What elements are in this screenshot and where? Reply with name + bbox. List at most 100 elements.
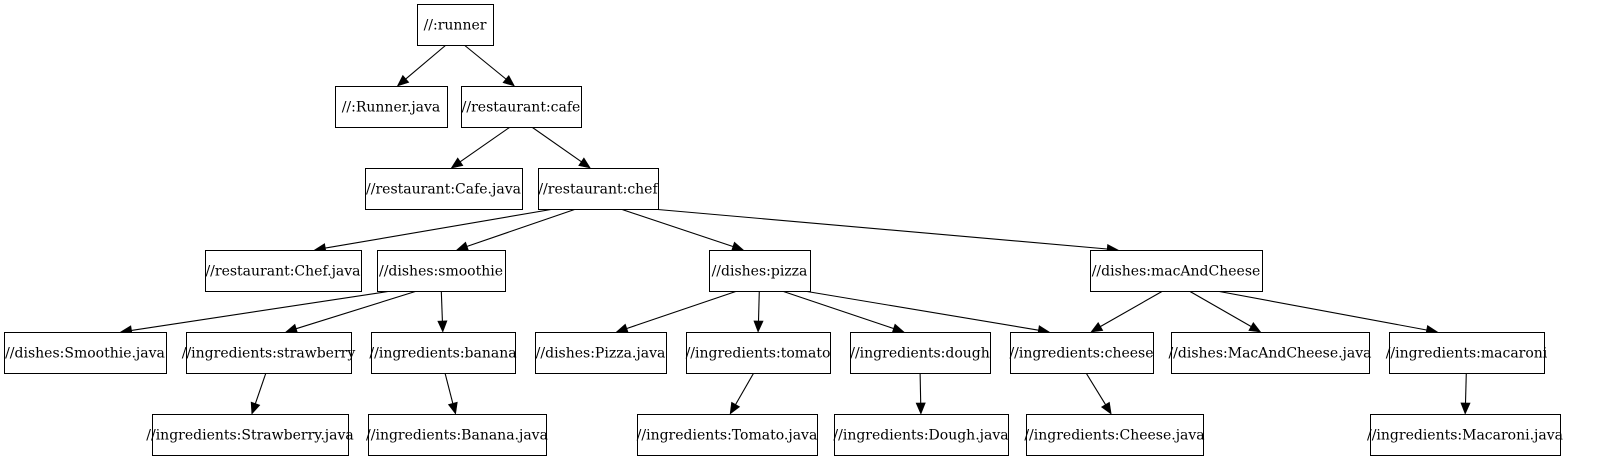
graph-node-dishes_smoothie_java[interactable]: //dishes:Smoothie.java bbox=[4, 332, 167, 374]
edge-dishes_pizza-to-ing_dough bbox=[781, 290, 894, 330]
graph-node-dishes_macandcheese[interactable]: //dishes:macAndCheese bbox=[1090, 250, 1263, 292]
edge-restaurant_cafe-to-restaurant_chef bbox=[531, 126, 582, 163]
node-box[interactable] bbox=[1370, 414, 1561, 456]
node-box[interactable] bbox=[1026, 414, 1204, 456]
graph-node-restaurant_chef_java[interactable]: //restaurant:Chef.java bbox=[205, 250, 362, 292]
node-box[interactable] bbox=[365, 168, 523, 210]
arrowhead-icon bbox=[578, 157, 591, 169]
arrowhead-icon bbox=[915, 402, 926, 415]
edge-dishes_pizza-to-dishes_pizza_java bbox=[626, 290, 738, 330]
edge-dishes_pizza-to-ing_cheese bbox=[803, 290, 1039, 331]
node-box[interactable] bbox=[461, 86, 582, 128]
graph-node-ing_banana[interactable]: //ingredients:banana bbox=[369, 332, 517, 374]
edge-restaurant_chef-to-dishes_macandcheese bbox=[651, 208, 1108, 250]
node-label: //ingredients:banana bbox=[369, 346, 516, 362]
node-label: //dishes:smoothie bbox=[379, 264, 503, 280]
edge-ing_strawberry-to-ing_strawberry_java bbox=[254, 372, 267, 404]
graph-node-ing_cheese_java[interactable]: //ingredients:Cheese.java bbox=[1024, 414, 1205, 456]
node-label: //dishes:Smoothie.java bbox=[5, 346, 165, 362]
arrowhead-icon bbox=[1248, 321, 1262, 333]
edge-ing_tomato-to-ing_tomato_java bbox=[735, 372, 755, 405]
edge-restaurant_cafe-to-restaurant_cafe_java bbox=[459, 126, 511, 163]
arrowhead-icon bbox=[450, 157, 464, 169]
arrowhead-icon bbox=[1100, 401, 1112, 415]
node-box[interactable] bbox=[4, 332, 167, 374]
arrowhead-icon bbox=[396, 74, 410, 87]
arrowhead-icon bbox=[891, 323, 905, 334]
graph-node-restaurant_cafe_java[interactable]: //restaurant:Cafe.java bbox=[365, 168, 523, 210]
graph-node-ing_tomato_java[interactable]: //ingredients:Tomato.java bbox=[637, 414, 818, 456]
node-box[interactable] bbox=[417, 4, 494, 46]
arrowhead-icon bbox=[615, 323, 629, 334]
arrowhead-icon bbox=[447, 401, 458, 415]
edge-ing_cheese-to-ing_cheese_java bbox=[1085, 372, 1106, 405]
graph-node-ing_macaroni_java[interactable]: //ingredients:Macaroni.java bbox=[1367, 414, 1563, 456]
graph-node-restaurant_cafe[interactable]: //restaurant:cafe bbox=[461, 86, 582, 128]
node-box[interactable] bbox=[377, 250, 506, 292]
node-box[interactable] bbox=[709, 250, 811, 292]
edge-dishes_pizza-to-ing_tomato bbox=[757, 290, 760, 322]
graph-node-ing_macaroni[interactable]: //ingredients:macaroni bbox=[1386, 332, 1548, 374]
node-label: //restaurant:Chef.java bbox=[205, 264, 360, 280]
node-label: //ingredients:cheese bbox=[1009, 346, 1153, 362]
arrowhead-icon bbox=[753, 320, 764, 333]
edge-restaurant_chef-to-dishes_pizza bbox=[620, 208, 734, 248]
graph-node-dishes_macandcheese_java[interactable]: //dishes:MacAndCheese.java bbox=[1168, 332, 1372, 374]
edge-dishes_smoothie-to-ing_strawberry bbox=[296, 290, 418, 330]
node-box[interactable] bbox=[186, 332, 352, 374]
node-label: //restaurant:chef bbox=[538, 182, 659, 198]
edge-runner-to-restaurant_cafe bbox=[463, 44, 507, 80]
node-box[interactable] bbox=[335, 86, 448, 128]
arrowhead-icon bbox=[502, 74, 516, 87]
node-box[interactable] bbox=[637, 414, 818, 456]
node-label: //ingredients:Dough.java bbox=[833, 428, 1008, 444]
node-box[interactable] bbox=[1010, 332, 1154, 374]
graph-node-ing_strawberry_java[interactable]: //ingredients:Strawberry.java bbox=[146, 414, 354, 456]
node-label: //ingredients:Strawberry.java bbox=[146, 428, 353, 444]
graph-node-ing_cheese[interactable]: //ingredients:cheese bbox=[1009, 332, 1154, 374]
edge-restaurant_chef-to-restaurant_chef_java bbox=[325, 208, 554, 249]
graph-node-ing_dough_java[interactable]: //ingredients:Dough.java bbox=[833, 414, 1009, 456]
arrowhead-icon bbox=[455, 241, 470, 252]
node-box[interactable] bbox=[1171, 332, 1370, 374]
edge-ing_banana-to-ing_banana_java bbox=[444, 372, 454, 404]
node-label: //dishes:MacAndCheese.java bbox=[1168, 346, 1371, 362]
node-label: //ingredients:Macaroni.java bbox=[1367, 428, 1563, 444]
node-box[interactable] bbox=[538, 168, 659, 210]
node-box[interactable] bbox=[535, 332, 667, 374]
graph-node-ing_strawberry[interactable]: //ingredients:strawberry bbox=[182, 332, 356, 374]
node-box[interactable] bbox=[371, 332, 516, 374]
graph-node-dishes_pizza_java[interactable]: //dishes:Pizza.java bbox=[535, 332, 667, 374]
edge-dishes_smoothie-to-ing_banana bbox=[440, 290, 443, 322]
node-label: //ingredients:strawberry bbox=[182, 346, 356, 362]
arrowhead-icon bbox=[285, 323, 299, 334]
graph-node-ing_tomato[interactable]: //ingredients:tomato bbox=[686, 332, 831, 374]
node-box[interactable] bbox=[368, 414, 547, 456]
arrowhead-icon bbox=[731, 241, 745, 252]
node-label: //ingredients:macaroni bbox=[1386, 346, 1548, 362]
node-box[interactable] bbox=[834, 414, 1009, 456]
graph-node-ing_dough[interactable]: //ingredients:dough bbox=[850, 332, 991, 374]
node-box[interactable] bbox=[1389, 332, 1545, 374]
graph-node-dishes_pizza[interactable]: //dishes:pizza bbox=[709, 250, 811, 292]
node-label: //dishes:Pizza.java bbox=[536, 346, 666, 362]
node-box[interactable] bbox=[850, 332, 991, 374]
node-box[interactable] bbox=[686, 332, 831, 374]
graph-node-runner[interactable]: //:runner bbox=[417, 4, 494, 46]
graph-node-ing_banana_java[interactable]: //ingredients:Banana.java bbox=[366, 414, 548, 456]
node-label: //ingredients:tomato bbox=[686, 346, 831, 362]
edge-ing_macaroni-to-ing_macaroni_java bbox=[1464, 372, 1467, 404]
edge-dishes_macandcheese-to-ing_macaroni bbox=[1216, 290, 1427, 331]
graph-node-dishes_smoothie[interactable]: //dishes:smoothie bbox=[377, 250, 506, 292]
arrowhead-icon bbox=[250, 401, 261, 415]
node-layer: //:runner //:Runner.java //restaurant:cafe… bbox=[4, 4, 1563, 456]
node-box[interactable] bbox=[152, 414, 349, 456]
graph-node-restaurant_chef[interactable]: //restaurant:chef bbox=[538, 168, 659, 210]
arrowhead-icon bbox=[437, 320, 448, 333]
edge-restaurant_chef-to-dishes_smoothie bbox=[466, 208, 577, 247]
node-box[interactable] bbox=[205, 250, 362, 292]
node-label: //ingredients:Banana.java bbox=[366, 428, 548, 444]
graph-node-runner_java[interactable]: //:Runner.java bbox=[335, 86, 448, 128]
node-box[interactable] bbox=[1090, 250, 1263, 292]
node-label: //restaurant:cafe bbox=[462, 100, 581, 116]
